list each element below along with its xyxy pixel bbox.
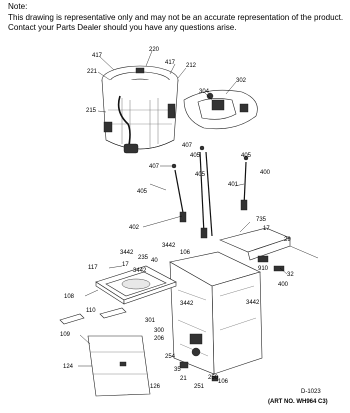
callout-labels: 417 220 221 417 212 215 302 304 407 405 … bbox=[60, 47, 294, 390]
leader-lines bbox=[78, 50, 319, 367]
callout-40: 40 bbox=[151, 258, 158, 264]
front-panel bbox=[87, 335, 151, 397]
callout-417-upper-left: 417 bbox=[92, 53, 103, 59]
drawing-id: D-1023 bbox=[301, 389, 321, 395]
callout-106-upper: 106 bbox=[180, 250, 191, 256]
note-block: Note: This drawing is representative onl… bbox=[8, 2, 348, 34]
callout-3442-b: 3442 bbox=[162, 243, 176, 249]
callout-3442-c: 3442 bbox=[133, 268, 147, 274]
suspension-rods bbox=[171, 145, 249, 239]
callout-407-lower: 407 bbox=[149, 164, 160, 170]
small-parts bbox=[59, 307, 219, 382]
callout-254: 254 bbox=[165, 354, 176, 360]
note-heading: Note: bbox=[8, 2, 28, 11]
callout-106-lower: 106 bbox=[218, 379, 229, 385]
callout-400-lower: 400 bbox=[278, 282, 289, 288]
callout-32: 32 bbox=[287, 272, 294, 278]
callout-300: 300 bbox=[154, 328, 165, 334]
callout-405-a: 405 bbox=[190, 153, 201, 159]
note-line-2: Contact your Parts Dealer should you hav… bbox=[8, 23, 237, 32]
callout-417-upper-right: 417 bbox=[165, 60, 176, 66]
callout-110: 110 bbox=[86, 308, 96, 314]
callout-407-upper: 407 bbox=[182, 143, 193, 149]
callout-126: 126 bbox=[150, 384, 161, 390]
callout-21: 21 bbox=[180, 376, 187, 382]
callout-402: 402 bbox=[129, 225, 140, 231]
callout-220: 220 bbox=[149, 47, 160, 53]
callout-108: 108 bbox=[64, 294, 75, 300]
top-cover-lid bbox=[95, 265, 177, 305]
art-number: (ART NO. WH964 C3) bbox=[268, 399, 328, 405]
callout-17-upper: 17 bbox=[263, 226, 270, 232]
callout-405-c: 405 bbox=[195, 172, 206, 178]
callout-235: 235 bbox=[138, 255, 149, 261]
console-assembly bbox=[219, 227, 291, 272]
outer-tub-assembly bbox=[101, 65, 179, 154]
note-line-1: This drawing is representative only and … bbox=[8, 12, 344, 22]
callout-35: 35 bbox=[174, 367, 181, 373]
callout-735: 735 bbox=[256, 217, 267, 223]
callout-212: 212 bbox=[186, 63, 197, 69]
callout-117: 117 bbox=[88, 265, 98, 271]
callout-109: 109 bbox=[60, 332, 71, 338]
callout-302: 302 bbox=[236, 78, 247, 84]
callout-301: 301 bbox=[145, 318, 156, 324]
callout-304: 304 bbox=[199, 89, 210, 95]
callout-29: 29 bbox=[284, 237, 291, 243]
callout-221: 221 bbox=[87, 69, 98, 75]
callout-400-upper: 400 bbox=[260, 170, 271, 176]
callout-251: 251 bbox=[194, 384, 205, 390]
callout-405-d: 405 bbox=[137, 189, 148, 195]
callout-3442-e: 3442 bbox=[246, 300, 260, 306]
callout-17-lower: 17 bbox=[122, 262, 129, 268]
callout-250: 250 bbox=[208, 375, 219, 381]
callout-910: 910 bbox=[258, 266, 269, 272]
callout-3442-d: 3442 bbox=[180, 301, 194, 307]
callout-405-b: 405 bbox=[241, 153, 252, 159]
callout-206: 206 bbox=[154, 336, 165, 342]
callout-3442-a: 3442 bbox=[120, 250, 134, 256]
drive-motor-assembly bbox=[183, 89, 258, 130]
callout-215: 215 bbox=[86, 108, 97, 114]
callout-401: 401 bbox=[228, 182, 239, 188]
callout-124: 124 bbox=[63, 364, 74, 370]
cabinet bbox=[169, 251, 263, 375]
